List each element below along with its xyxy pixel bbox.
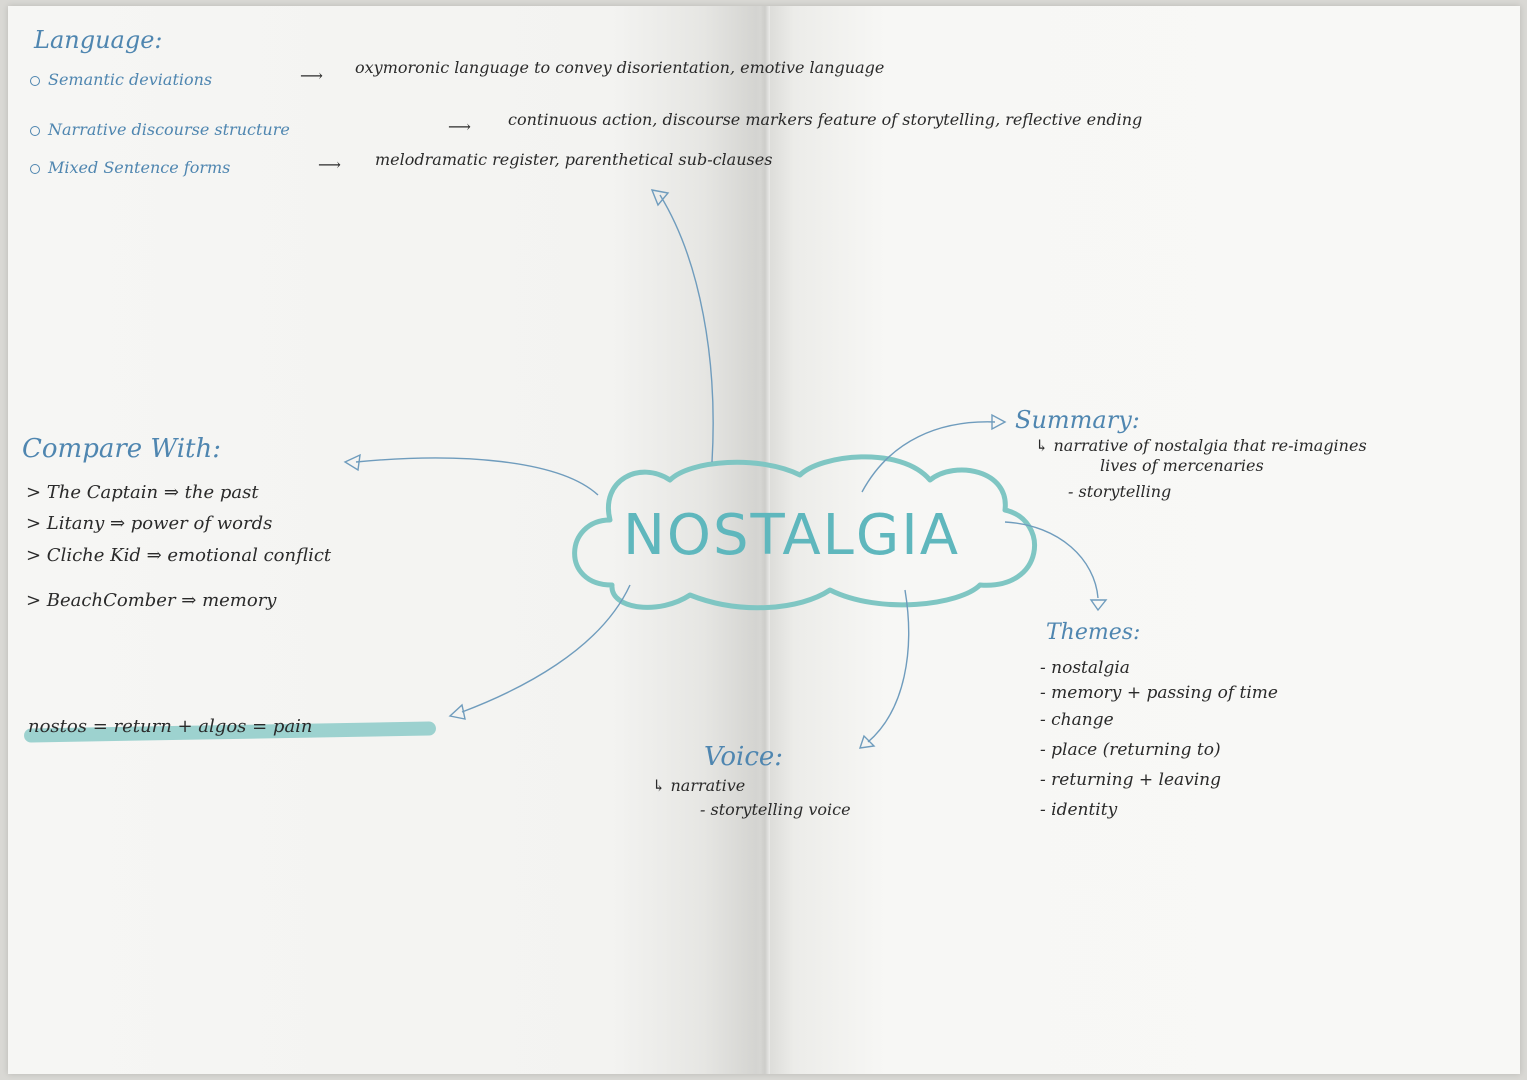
bullet-icon [30,125,40,136]
compare-item: > Litany ⇒ power of words [26,513,273,534]
summary-heading: Summary: [1015,406,1140,434]
language-item-label: Semantic deviations [48,70,213,89]
compare-heading: Compare With: [22,434,221,464]
theme-item: - returning + leaving [1040,770,1222,790]
arrow-right-icon: ⟶ [448,117,471,136]
bullet-icon [30,75,40,86]
voice-heading: Voice: [704,742,784,772]
arrow-right-icon: ⟶ [300,66,323,85]
compare-item: > Cliche Kid ⇒ emotional conflict [26,545,332,566]
theme-item: - place (returning to) [1040,740,1221,760]
bullet-icon [30,163,40,174]
language-item-detail: oxymoronic language to convey disorienta… [355,58,885,77]
language-heading: Language: [34,26,163,54]
language-item-detail: continuous action, discourse markers fea… [508,110,1143,129]
themes-heading: Themes: [1046,620,1141,645]
arrow-right-icon: ⟶ [318,155,341,174]
language-item-detail: melodramatic register, parenthetical sub… [375,150,773,169]
theme-item: - memory + passing of time [1040,683,1278,703]
voice-line: - storytelling voice [700,800,851,819]
summary-line: ↳ narrative of nostalgia that re-imagine… [1035,436,1367,455]
theme-item: - identity [1040,800,1118,820]
paper-sheet [8,6,1520,1074]
summary-line: - storytelling [1068,482,1172,501]
language-item: Semantic deviations [30,70,212,89]
compare-item: > The Captain ⇒ the past [26,482,259,503]
voice-line: ↳ narrative [652,776,746,795]
language-item: Mixed Sentence forms [30,158,230,177]
compare-item: > BeachComber ⇒ memory [26,590,277,611]
language-item: Narrative discourse structure [30,120,290,139]
language-item-label: Mixed Sentence forms [48,158,231,177]
page-fold [760,6,770,1074]
theme-item: - nostalgia [1040,658,1130,678]
etymology-text: nostos = return + algos = pain [28,716,313,737]
theme-item: - change [1040,710,1114,730]
central-topic-title: NOSTALGIA [623,503,961,568]
language-item-label: Narrative discourse structure [48,120,290,139]
summary-line: lives of mercenaries [1100,456,1264,475]
cloud-outline [572,454,1038,611]
